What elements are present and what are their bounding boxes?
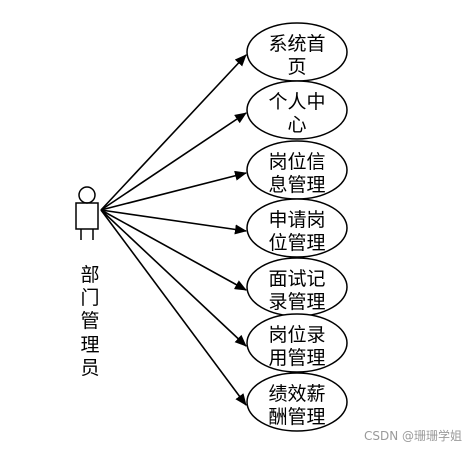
use-case-label-line: 用管理 <box>268 347 325 369</box>
use-case-label-line: 岗位录 <box>268 324 325 346</box>
use-case-label-line: 个人中 <box>268 91 325 113</box>
use-case-label-line: 系统首 <box>268 33 325 55</box>
use-case-label-line: 心 <box>287 114 306 136</box>
use-case-label-line: 位管理 <box>268 232 325 254</box>
associations <box>100 54 247 406</box>
use-case-interview-records: 面试记 录管理 <box>246 257 348 317</box>
association-arrow <box>100 54 247 211</box>
watermark: CSDN @珊珊学姐 <box>363 429 462 443</box>
association-arrow <box>100 170 247 211</box>
use-case-ellipse <box>246 80 348 140</box>
use-case-position-info: 岗位信 息管理 <box>246 140 348 200</box>
association-arrow <box>100 209 247 406</box>
association-arrow <box>100 209 247 235</box>
use-case-label-line: 录管理 <box>268 291 325 313</box>
association-arrow <box>100 209 247 347</box>
use-case-label-line: 页 <box>287 56 306 78</box>
use-case-system-home: 系统首 页 <box>246 22 348 82</box>
use-case-personal-center: 个人中 心 <box>246 80 348 140</box>
use-case-ellipse <box>246 313 348 373</box>
use-case-performance-pay: 绩效薪 酬管理 <box>246 372 348 432</box>
use-case-label-line: 面试记 <box>268 268 325 290</box>
use-case-ellipse <box>246 372 348 432</box>
use-case-label-line: 申请岗 <box>268 209 325 231</box>
actor-label-char: 门 <box>80 287 99 309</box>
actor-head <box>78 186 96 204</box>
actor-label: 部 门 管 理 员 <box>80 264 99 379</box>
use-case-label-line: 绩效薪 <box>268 383 325 405</box>
actor-label-char: 管 <box>80 310 99 332</box>
use-case-label-line: 息管理 <box>268 174 325 196</box>
actor-figure <box>75 186 99 240</box>
association-arrow <box>100 209 247 291</box>
association-arrow <box>100 112 247 211</box>
actor-label-char: 理 <box>80 334 99 356</box>
use-case-application: 申请岗 位管理 <box>246 198 348 258</box>
use-case-label-line: 酬管理 <box>268 406 325 428</box>
actor-label-char: 部 <box>80 264 99 286</box>
actor-label-char: 员 <box>80 357 99 379</box>
use-case-label-line: 岗位信 <box>268 151 325 173</box>
use-case-ellipse <box>246 198 348 258</box>
use-case-hiring: 岗位录 用管理 <box>246 313 348 373</box>
actor-body <box>75 202 99 230</box>
